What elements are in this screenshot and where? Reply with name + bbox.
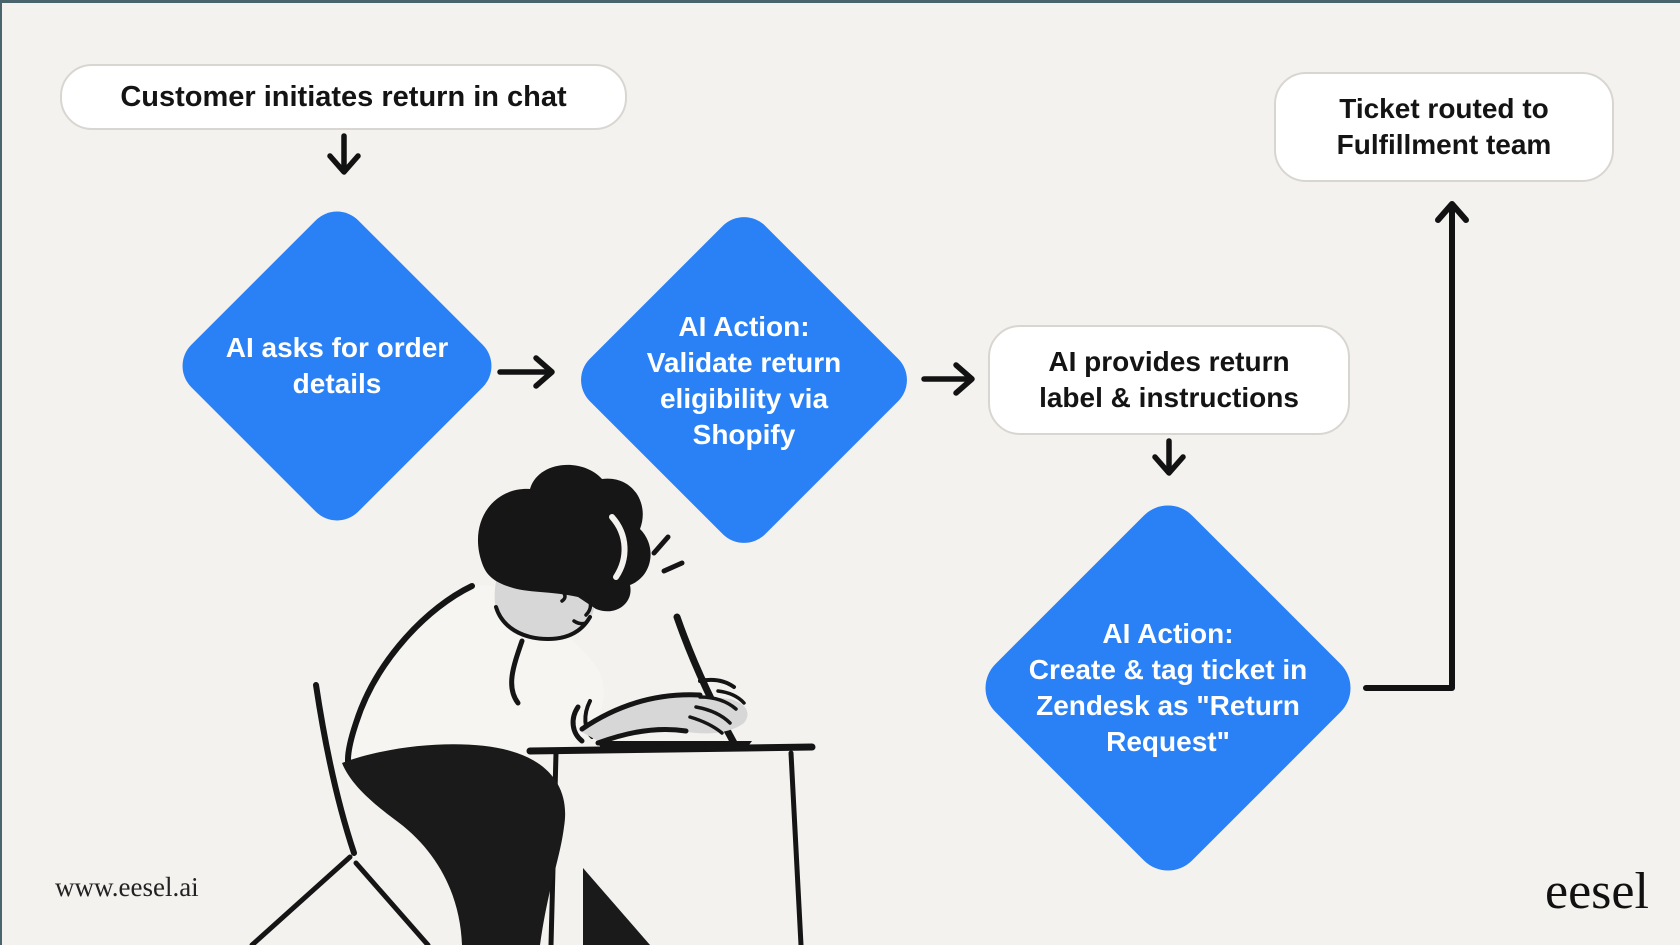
arrow-down-icon-provide-to-ticket — [1152, 438, 1186, 476]
footer-website-url: www.eesel.ai — [55, 872, 199, 902]
hand-fingers — [688, 689, 746, 735]
arrow-down-icon-start-to-ask — [327, 133, 361, 175]
node-create-ticket-label: AI Action: Create & tag ticket in Zendes… — [1028, 618, 1308, 757]
node-ticket-routed: Ticket routed to Fulfillment team — [1274, 72, 1614, 182]
node-validate-return-label: AI Action: Validate return eligibility v… — [646, 311, 842, 450]
chair-lines — [249, 682, 431, 945]
arrow-right-icon-ask-to-validate — [497, 355, 555, 389]
shirt-outline — [345, 583, 525, 772]
screenshot-top-edge — [0, 0, 1680, 3]
eesel-logo-wordmark: eesel — [1545, 863, 1649, 920]
hair-highlight — [609, 514, 628, 580]
foot-shape — [583, 868, 650, 945]
pants-fill — [342, 744, 566, 945]
emphasis-marks — [651, 534, 685, 574]
node-ask-order-label: AI asks for order details — [225, 332, 449, 399]
node-customer-initiates: Customer initiates return in chat — [60, 64, 627, 130]
arrow-right-icon-validate-to-provide — [921, 362, 975, 396]
forearm-fill — [580, 695, 748, 741]
screenshot-left-edge — [0, 0, 2, 945]
arrow-elbow-icon-ticket-to-routed — [1363, 201, 1469, 691]
person-at-laptop-illustration — [249, 464, 816, 945]
arm-outline — [579, 677, 736, 746]
node-provides-return-label: AI provides return label & instructions — [988, 325, 1350, 435]
face-details — [494, 589, 593, 642]
tabletop-line — [526, 743, 816, 755]
hair-fill — [477, 464, 651, 612]
